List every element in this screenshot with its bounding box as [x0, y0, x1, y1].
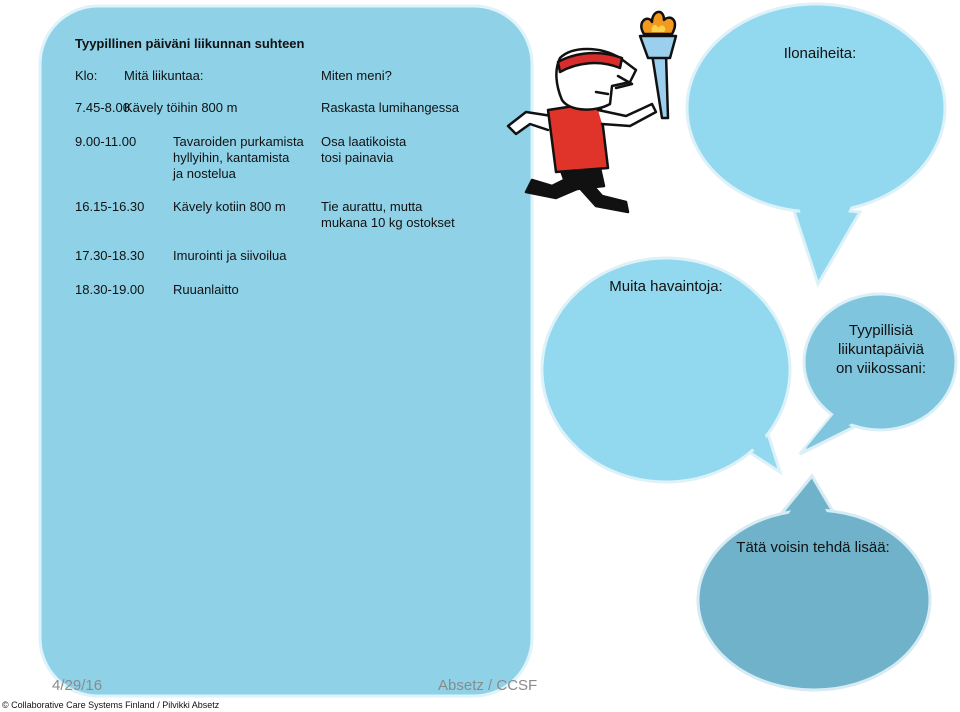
row-activity: hyllyihin, kantamista: [173, 150, 290, 165]
row-activity: Kävely kotiin 800 m: [173, 199, 286, 214]
row-result: Osa laatikoista: [321, 134, 407, 149]
row-result: tosi painavia: [321, 150, 394, 165]
header-result: Miten meni?: [321, 68, 392, 83]
could-add-label: Tätä voisin tehdä lisää:: [736, 539, 890, 556]
row-time: 7.45-8.00: [75, 100, 130, 115]
typical-days-line: on viikossani:: [835, 360, 927, 377]
row-activity: Tavaroiden purkamista: [173, 134, 304, 149]
typical-days-label: Tyypillisiä liikuntapäiviä on viikossani…: [816, 321, 946, 378]
observations-label: Muita havaintoja:: [609, 278, 723, 295]
copyright-text: © Collaborative Care Systems Finland / P…: [2, 700, 220, 710]
row-time: 9.00-11.00: [75, 134, 137, 149]
row-result: Raskasta lumihangessa: [321, 100, 460, 115]
diary-title: Tyypillinen päiväni liikunnan suhteen: [75, 36, 305, 51]
row-result: mukana 10 kg ostokset: [321, 215, 455, 230]
typical-days-line: Tyypillisiä: [848, 322, 914, 339]
row-time: 18.30-19.00: [75, 282, 145, 297]
running-torch-bearer-illustration: [506, 10, 678, 214]
diary-panel: [38, 4, 534, 698]
joys-label: Ilonaiheita:: [783, 45, 857, 62]
row-time: 17.30-18.30: [75, 248, 145, 263]
row-result: Tie aurattu, mutta: [321, 199, 423, 214]
row-activity: Imurointi ja siivoilua: [173, 248, 287, 263]
footer-date: 4/29/16: [52, 677, 103, 694]
row-activity: Kävely töihin 800 m: [124, 100, 238, 115]
typical-days-bubble: [798, 292, 958, 456]
header-activity: Mitä liikuntaa:: [124, 68, 204, 83]
joys-bubble: [685, 2, 947, 288]
row-activity: Ruuanlaitto: [173, 282, 239, 297]
header-time: Klo:: [75, 68, 98, 83]
footer-author: Absetz / CCSF: [438, 677, 538, 694]
typical-days-line: liikuntapäiviä: [838, 341, 924, 358]
observations-bubble: [540, 256, 792, 484]
could-add-bubble: [696, 473, 932, 692]
row-activity: ja nostelua: [173, 166, 236, 181]
row-time: 16.15-16.30: [75, 199, 145, 214]
